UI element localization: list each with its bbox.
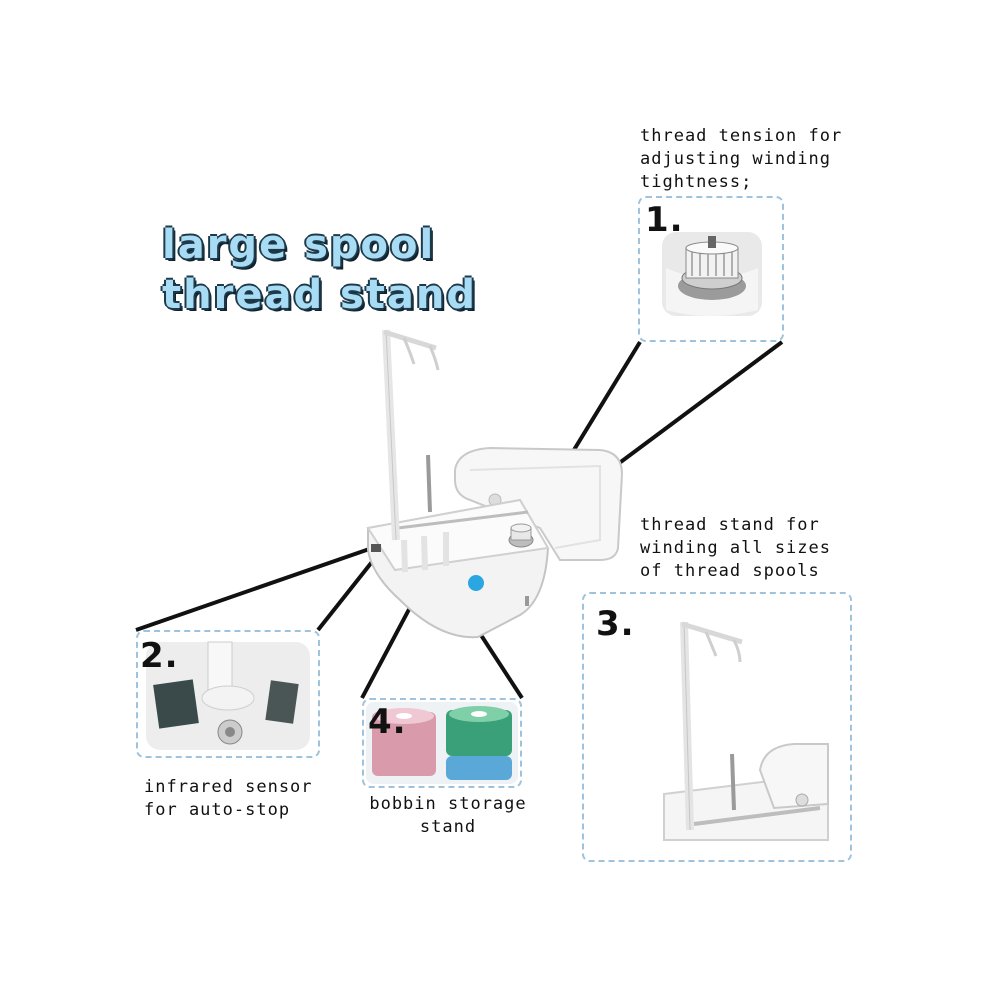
caption-2-line-1: infrared sensor: [144, 777, 313, 797]
callout-number-2: 2.: [140, 636, 179, 676]
pins: [401, 454, 449, 573]
caption-2-line-2: for auto-stop: [144, 800, 291, 820]
caption-4-line-1: bobbin storage: [369, 794, 527, 814]
title-line-1: large spool: [162, 222, 436, 268]
infrared-sensor-closeup: [146, 641, 310, 750]
callout-box-4: [362, 698, 522, 788]
caption-4: bobbin storage stand: [360, 793, 536, 839]
caption-1: thread tension for adjusting winding tig…: [640, 125, 842, 194]
callout-number-3: 3.: [596, 604, 635, 644]
caption-1-line-3: tightness;: [640, 172, 753, 192]
tension-knob-closeup: [662, 232, 762, 316]
spool-stand-pole: [382, 329, 440, 541]
callout-number-1: 1.: [645, 200, 684, 240]
callout-number-4: 4.: [368, 702, 407, 742]
tension-knob: [508, 523, 534, 548]
open-lid: [454, 446, 624, 561]
caption-3-line-3: of thread spools: [640, 561, 820, 581]
caption-3-line-2: winding all sizes: [640, 538, 831, 558]
thread-stand-closeup: [663, 621, 829, 841]
callout-box-2: [136, 630, 320, 758]
title-line-2: thread stand: [162, 272, 478, 318]
caption-1-line-1: thread tension for: [640, 126, 843, 146]
caption-3-line-1: thread stand for: [640, 515, 820, 535]
callout-box-1: [638, 196, 784, 342]
base-body: [366, 498, 550, 639]
bobbin-storage-closeup: [366, 702, 518, 784]
caption-1-line-2: adjusting winding: [640, 149, 831, 169]
callout-box-3: [582, 592, 852, 862]
sensor-window: [371, 544, 381, 552]
power-button: [468, 575, 484, 591]
caption-4-line-2: stand: [419, 817, 477, 837]
caption-3: thread stand for winding all sizes of th…: [640, 514, 831, 583]
leader-line-2a: [135, 544, 379, 632]
caption-2: infrared sensor for auto-stop: [144, 776, 313, 822]
